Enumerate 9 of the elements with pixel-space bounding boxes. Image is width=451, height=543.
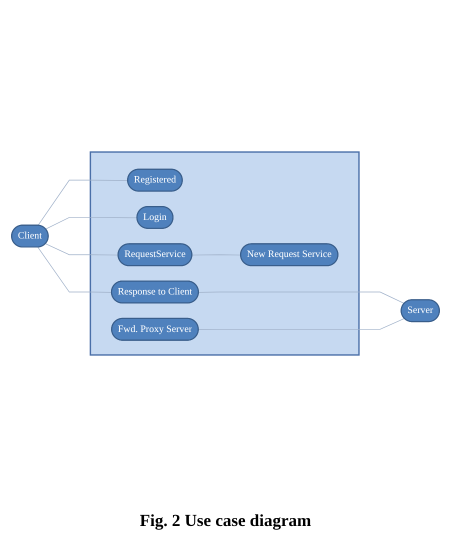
cluster xyxy=(90,151,360,356)
connector xyxy=(198,318,405,330)
connector xyxy=(45,243,119,256)
connector xyxy=(198,292,405,304)
connector xyxy=(45,217,138,230)
figure-caption: Fig. 2 Use case diagram xyxy=(140,511,312,531)
connector xyxy=(38,246,112,293)
connector xyxy=(192,254,242,256)
connector xyxy=(38,180,128,226)
